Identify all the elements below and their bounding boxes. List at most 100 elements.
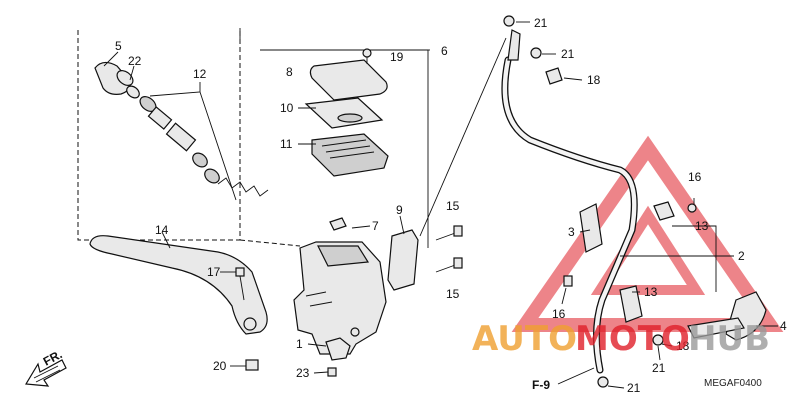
bolt-upper-head (453, 225, 463, 237)
watermark-word-hub: HUB (688, 319, 770, 359)
reservoir-opening (317, 245, 370, 267)
reservoir-cap-stack (304, 48, 389, 177)
caliper-hose-fitting (687, 317, 745, 339)
reservoir-cap (309, 59, 388, 101)
leader-1 (307, 343, 327, 347)
clamp-bolt-lower (563, 275, 573, 287)
hose-fill (502, 57, 637, 373)
brake-hose (501, 15, 767, 388)
callout-8: 8 (286, 65, 293, 79)
hose-joint-lower (619, 285, 643, 323)
sealing-washer-upper (530, 47, 542, 59)
lever-pivot (243, 317, 257, 331)
leader-9 (399, 215, 405, 235)
hose-top-fitting (507, 29, 521, 61)
leader-ref-bottom (557, 367, 595, 385)
cap-plate (304, 97, 384, 129)
callout-1: 1 (296, 337, 303, 351)
primary-cup (192, 152, 208, 168)
assembly-outline-left (77, 28, 241, 241)
callout-15-lower: 15 (446, 287, 460, 301)
cap-screw (362, 48, 372, 58)
callout-17: 17 (207, 265, 221, 279)
piston-kit (94, 61, 269, 197)
callout-18-upper: 18 (587, 73, 601, 87)
leader-ref (419, 37, 507, 237)
hose-clamp-3 (579, 203, 603, 253)
callout-3: 3 (568, 225, 575, 239)
hose-joint-upper (653, 201, 675, 221)
callout-21-upper: 21 (561, 47, 575, 61)
master-cylinder-holder (387, 229, 419, 291)
pivot-nut (245, 359, 259, 371)
front-direction-arrow (24, 359, 67, 387)
oil-bolt-upper (545, 67, 563, 85)
watermark-word-auto: AUTO (472, 319, 577, 359)
housing-ribs (305, 291, 333, 307)
leader-18a (563, 77, 583, 81)
callout-13-lower: 13 (644, 285, 658, 299)
leader-21d (607, 385, 625, 389)
bolt-lower-head (453, 257, 463, 269)
piston-body (165, 122, 197, 152)
callout-12: 12 (193, 67, 207, 81)
callout-21-lower: 21 (652, 361, 666, 375)
brake-lever (89, 235, 268, 335)
leader-18b (661, 343, 673, 347)
leader-7 (351, 225, 371, 229)
callout-18-lower: 18 (676, 339, 690, 353)
callout-10: 10 (280, 101, 294, 115)
pivot-bolt-shank (239, 275, 245, 301)
leader-23 (313, 371, 329, 374)
leader-22 (129, 65, 135, 81)
leader-5 (103, 51, 119, 67)
mount-hole (350, 327, 360, 337)
leader-3 (579, 229, 591, 233)
diaphragm-folds (321, 139, 375, 159)
callout-22: 22 (128, 54, 142, 68)
reference-f9: F-9 (532, 378, 550, 392)
callout-6: 6 (441, 44, 448, 58)
sealing-washer-lower (652, 334, 664, 346)
callout-20: 20 (213, 359, 227, 373)
pivot-bolt-head (235, 267, 245, 277)
callout-4: 4 (780, 319, 787, 333)
callout-11: 11 (280, 137, 293, 151)
callout-14: 14 (155, 223, 169, 237)
switch-screw (327, 367, 337, 377)
secondary-cup (204, 168, 220, 184)
leader-12 (149, 82, 201, 97)
holder-bolts (435, 225, 463, 273)
leader-13a (672, 225, 717, 292)
callout-19: 19 (390, 50, 404, 64)
callout-7: 7 (372, 219, 379, 233)
leader-12b (199, 91, 237, 201)
switch-clip (329, 217, 347, 231)
piston-head (147, 106, 173, 130)
callout-13-upper: 13 (695, 219, 709, 233)
plate-boss (337, 113, 363, 123)
assembly-outline-link (239, 239, 301, 247)
master-cylinder-body (293, 217, 387, 355)
callout-9: 9 (396, 203, 403, 217)
diagram-code: MEGAF0400 (704, 378, 762, 389)
callout-16-lower: 16 (552, 307, 566, 321)
callout-21-bottom: 21 (627, 381, 641, 395)
callout-15-upper: 15 (446, 199, 460, 213)
watermark-word-moto: MOTO (575, 319, 690, 359)
callout-2: 2 (738, 249, 745, 263)
brake-switch (325, 337, 351, 361)
leader-16b (561, 287, 567, 305)
callout-labels: 5 22 12 8 10 11 19 6 9 7 15 15 14 17 20 … (41, 16, 787, 395)
leader-14 (161, 231, 171, 249)
boot-ring (116, 70, 134, 86)
cylinder-housing (293, 241, 387, 355)
callout-23: 23 (296, 366, 310, 380)
watermark-text: AUTO MOTO HUB (472, 319, 770, 359)
sealing-washer-top (503, 15, 515, 27)
snap-ring (126, 85, 140, 99)
piston-spring (217, 177, 269, 197)
joint-bolt (687, 203, 697, 213)
